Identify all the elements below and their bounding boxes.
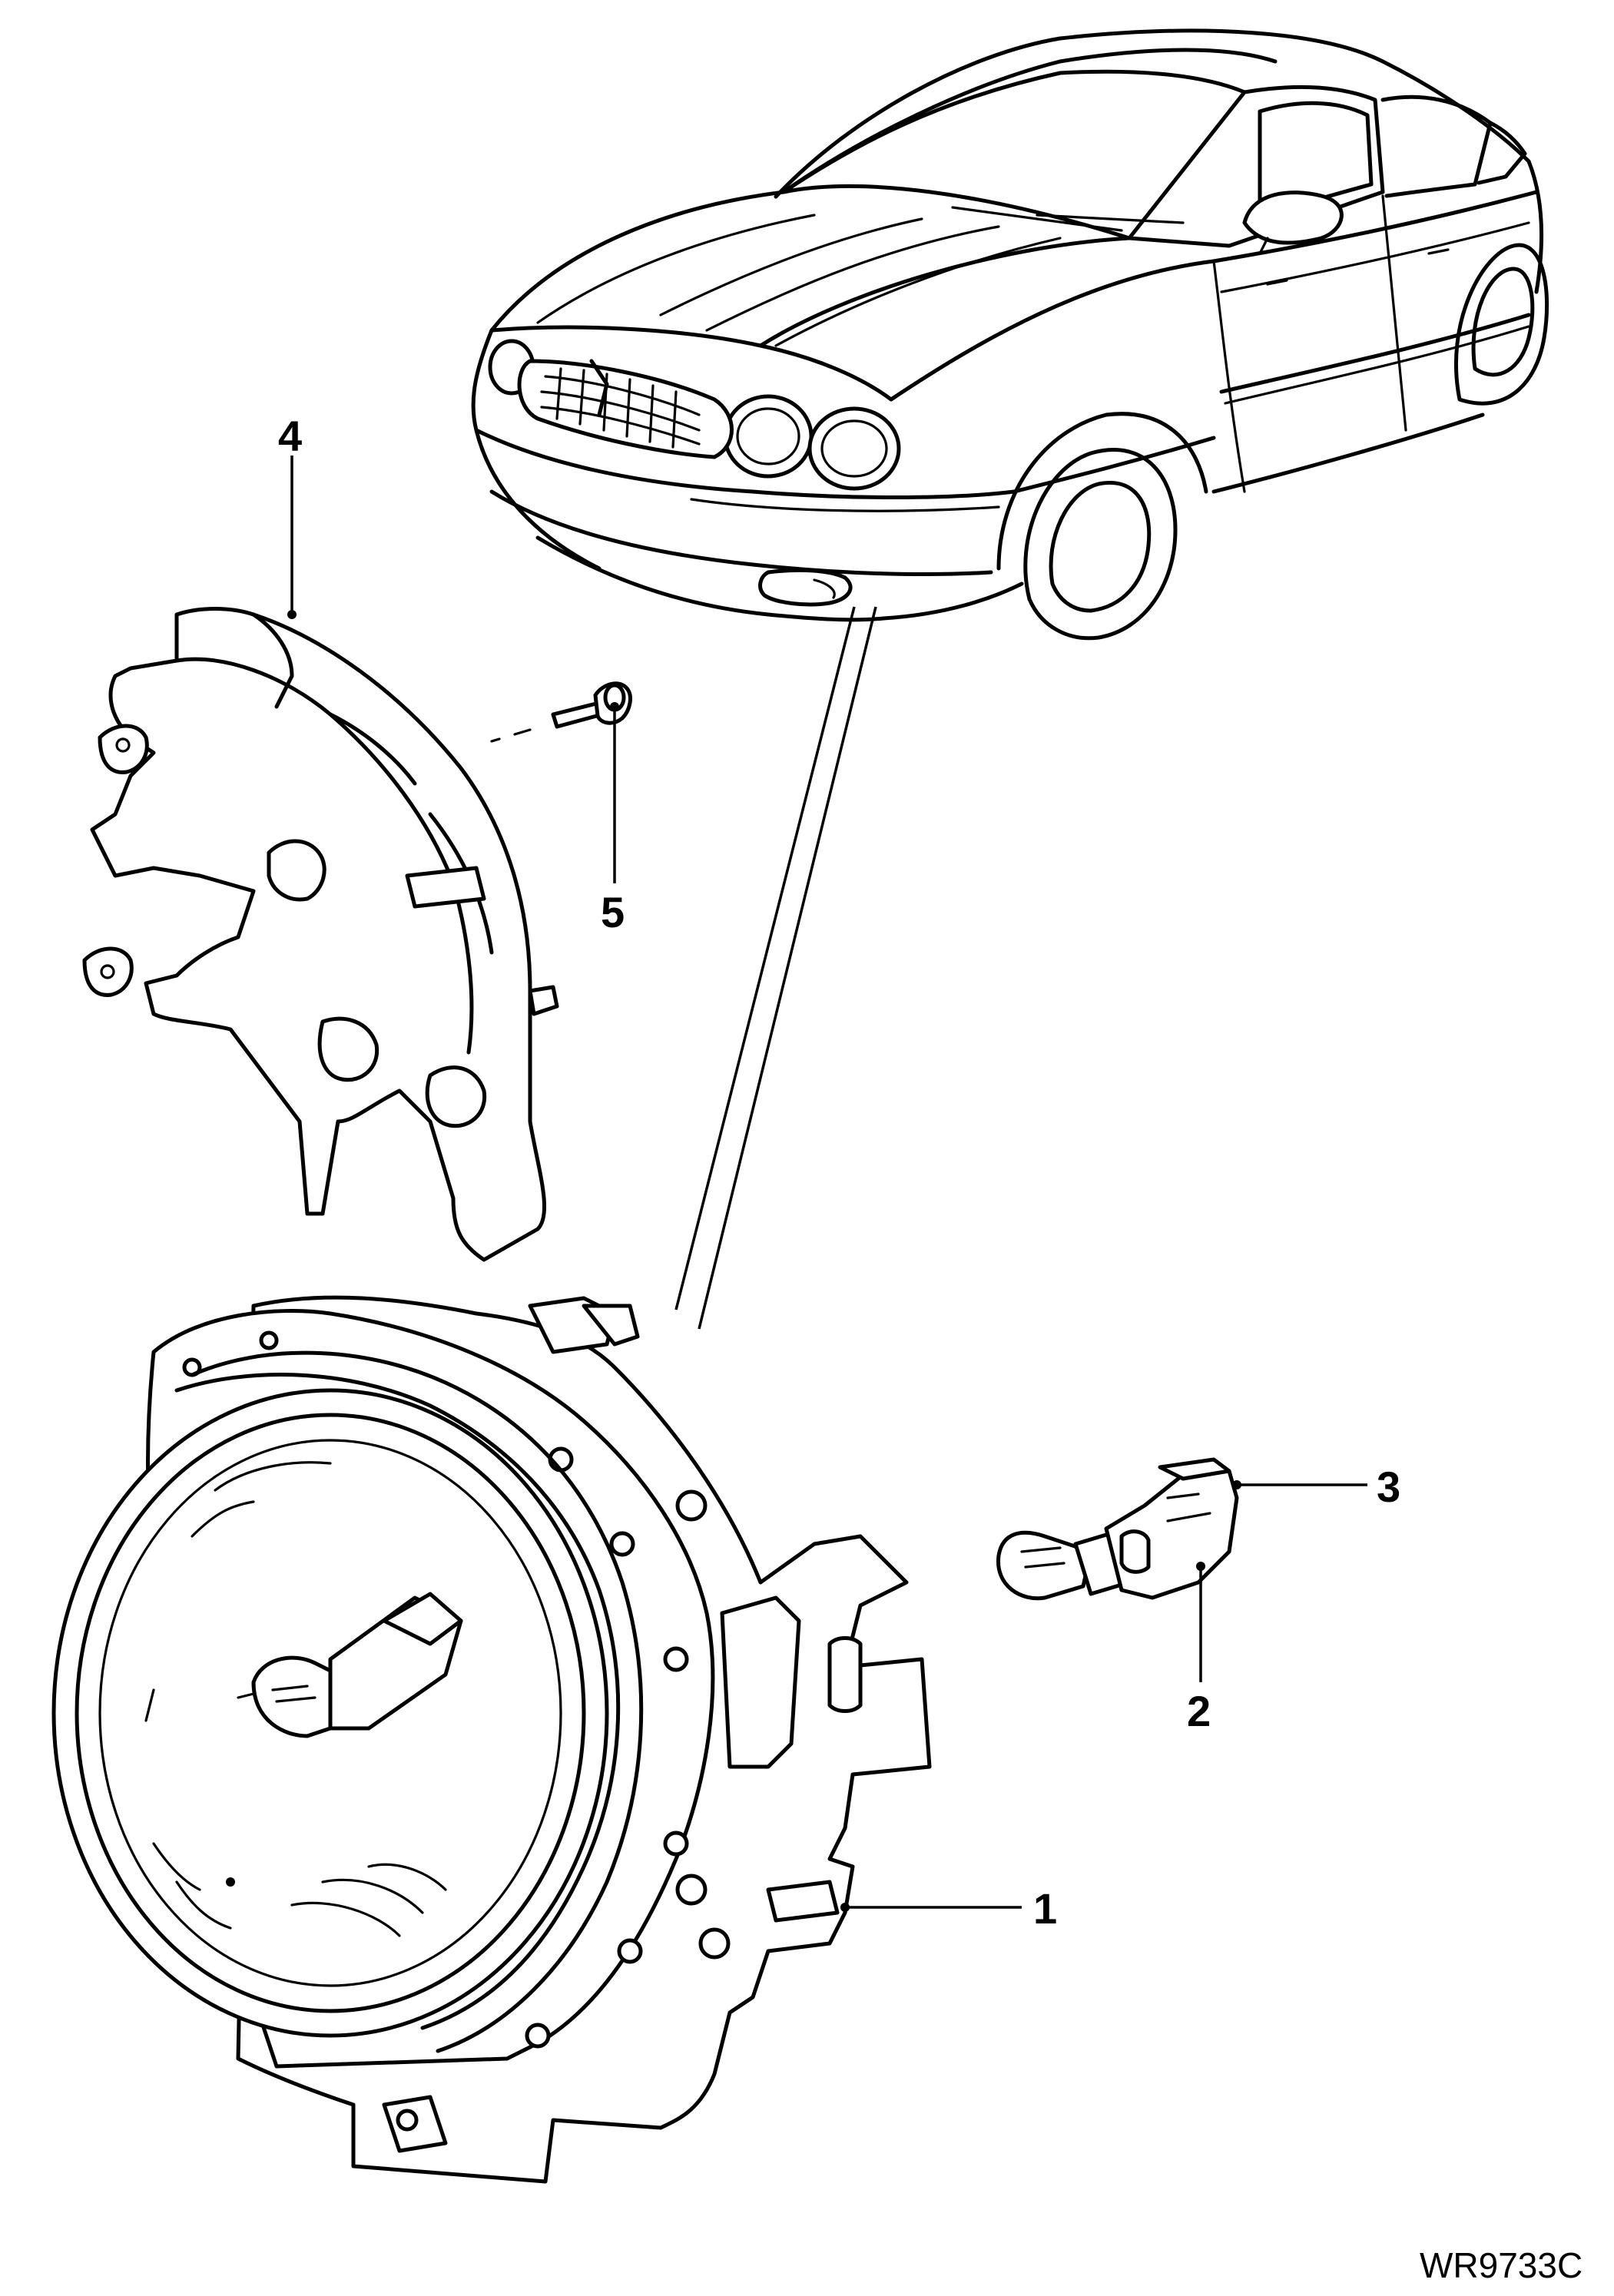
- mounting-bracket: [82, 607, 559, 1262]
- callout-leaders: [287, 456, 1367, 1912]
- callout-1: 1: [1033, 1884, 1058, 1933]
- fog-lamp-bulb-in-lens: [237, 1592, 463, 1738]
- fog-lamp-assembly: [51, 1295, 932, 2184]
- callout-2: 2: [1187, 1687, 1211, 1735]
- callout-3: 3: [1377, 1463, 1401, 1511]
- vehicle-illustration: [471, 28, 1549, 641]
- bolt: [490, 681, 632, 743]
- callout-5: 5: [601, 888, 625, 936]
- callout-4: 4: [278, 412, 303, 460]
- drawing-reference: WR9733C: [1420, 2245, 1583, 2285]
- projection-leader: [674, 606, 877, 1330]
